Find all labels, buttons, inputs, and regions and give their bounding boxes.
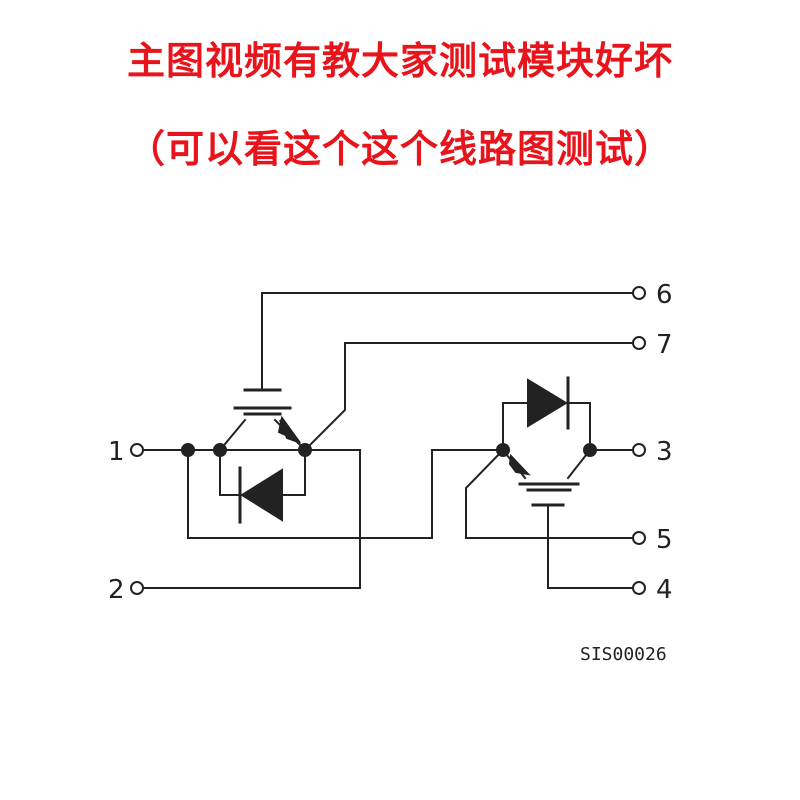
arrow-right-emitter-head <box>508 453 531 476</box>
diode-right-triangle <box>527 378 568 428</box>
title-line-1: 主图视频有教大家测试模块好坏 <box>126 39 673 83</box>
pin-label-2: 2 <box>108 575 125 605</box>
arrow-left-emitter-head <box>277 415 301 444</box>
pin-label-1: 1 <box>108 437 125 467</box>
pin-label-6: 6 <box>656 280 673 310</box>
pin-label-3: 3 <box>656 437 673 467</box>
pin-label-4: 4 <box>656 575 673 605</box>
reference-code: SIS00026 <box>580 644 667 665</box>
pin-terminals <box>130 286 646 595</box>
pin-label-5: 5 <box>656 525 673 555</box>
title-line-2: （可以看这个这个线路图测试） <box>126 127 673 171</box>
junction-dots <box>181 443 597 457</box>
pin-label-7: 7 <box>656 330 673 360</box>
igbt-left <box>233 388 292 416</box>
igbt-right <box>518 482 580 507</box>
wires <box>142 292 634 589</box>
diode-left-triangle <box>240 468 283 522</box>
